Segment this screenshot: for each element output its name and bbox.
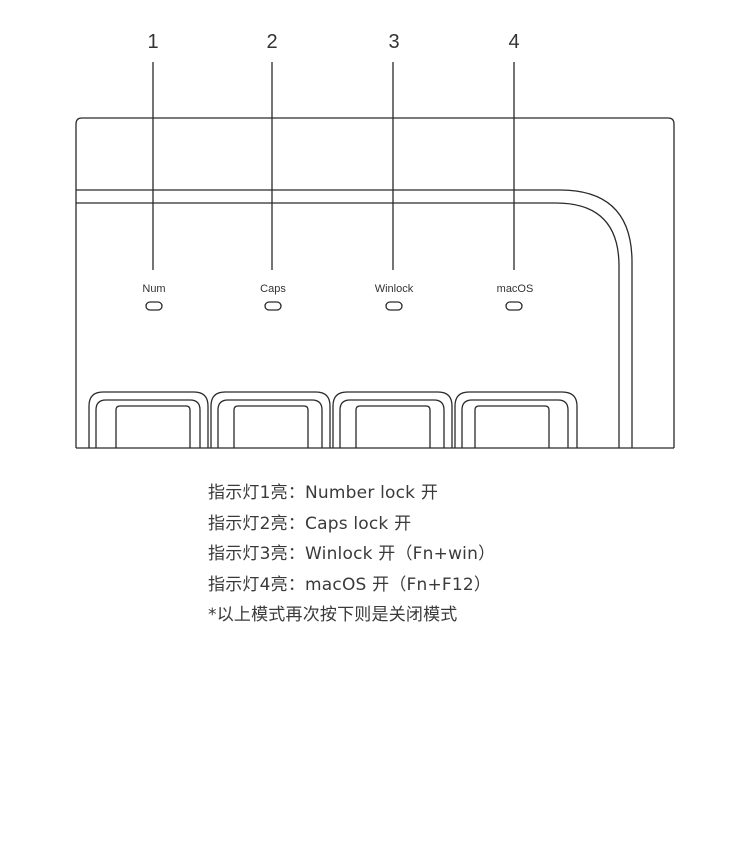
key-1-mid <box>95 399 201 448</box>
key-2-outer <box>210 391 331 448</box>
key-3-outer <box>332 391 453 448</box>
note-indicator-4: 指示灯4亮：macOS 开（Fn+F12） <box>208 574 492 595</box>
key-4-mid <box>461 399 569 448</box>
callout-number-4: 4 <box>508 31 519 53</box>
note-indicator-3: 指示灯3亮：Winlock 开（Fn+win） <box>208 544 496 564</box>
key-2-top <box>233 405 309 448</box>
key-1-outer <box>88 391 209 448</box>
key-4-top <box>474 405 550 448</box>
key-3-mid <box>339 399 445 448</box>
led-label-num: Num <box>142 283 165 295</box>
led-num <box>145 301 163 311</box>
keyboard-housing-outline <box>75 117 675 448</box>
keyboard-indicator-diagram: 1 2 3 4 Num Caps Winlock macOS <box>75 31 675 449</box>
indicator-notes: 指示灯1亮：Number lock 开 指示灯2亮：Caps lock 开 指示… <box>208 478 728 631</box>
led-caps <box>264 301 282 311</box>
callout-number-1: 1 <box>147 31 158 53</box>
callout-number-3: 3 <box>388 31 399 53</box>
note-footnote: *以上模式再次按下则是关闭模式 <box>208 605 458 625</box>
key-1-top <box>115 405 191 448</box>
note-indicator-2: 指示灯2亮：Caps lock 开 <box>208 513 412 534</box>
note-indicator-1: 指示灯1亮：Number lock 开 <box>208 483 439 503</box>
led-macos <box>505 301 523 311</box>
keyboard-plate-outer-edge <box>76 189 633 448</box>
led-label-winlock: Winlock <box>375 283 414 295</box>
key-2-mid <box>217 399 323 448</box>
callout-number-2: 2 <box>266 31 277 53</box>
led-label-caps: Caps <box>260 283 286 295</box>
key-3-top <box>355 405 431 448</box>
keyboard-plate-inner-edge <box>76 202 620 448</box>
led-winlock <box>385 301 403 311</box>
led-label-macos: macOS <box>497 283 534 295</box>
key-4-outer <box>454 391 578 448</box>
